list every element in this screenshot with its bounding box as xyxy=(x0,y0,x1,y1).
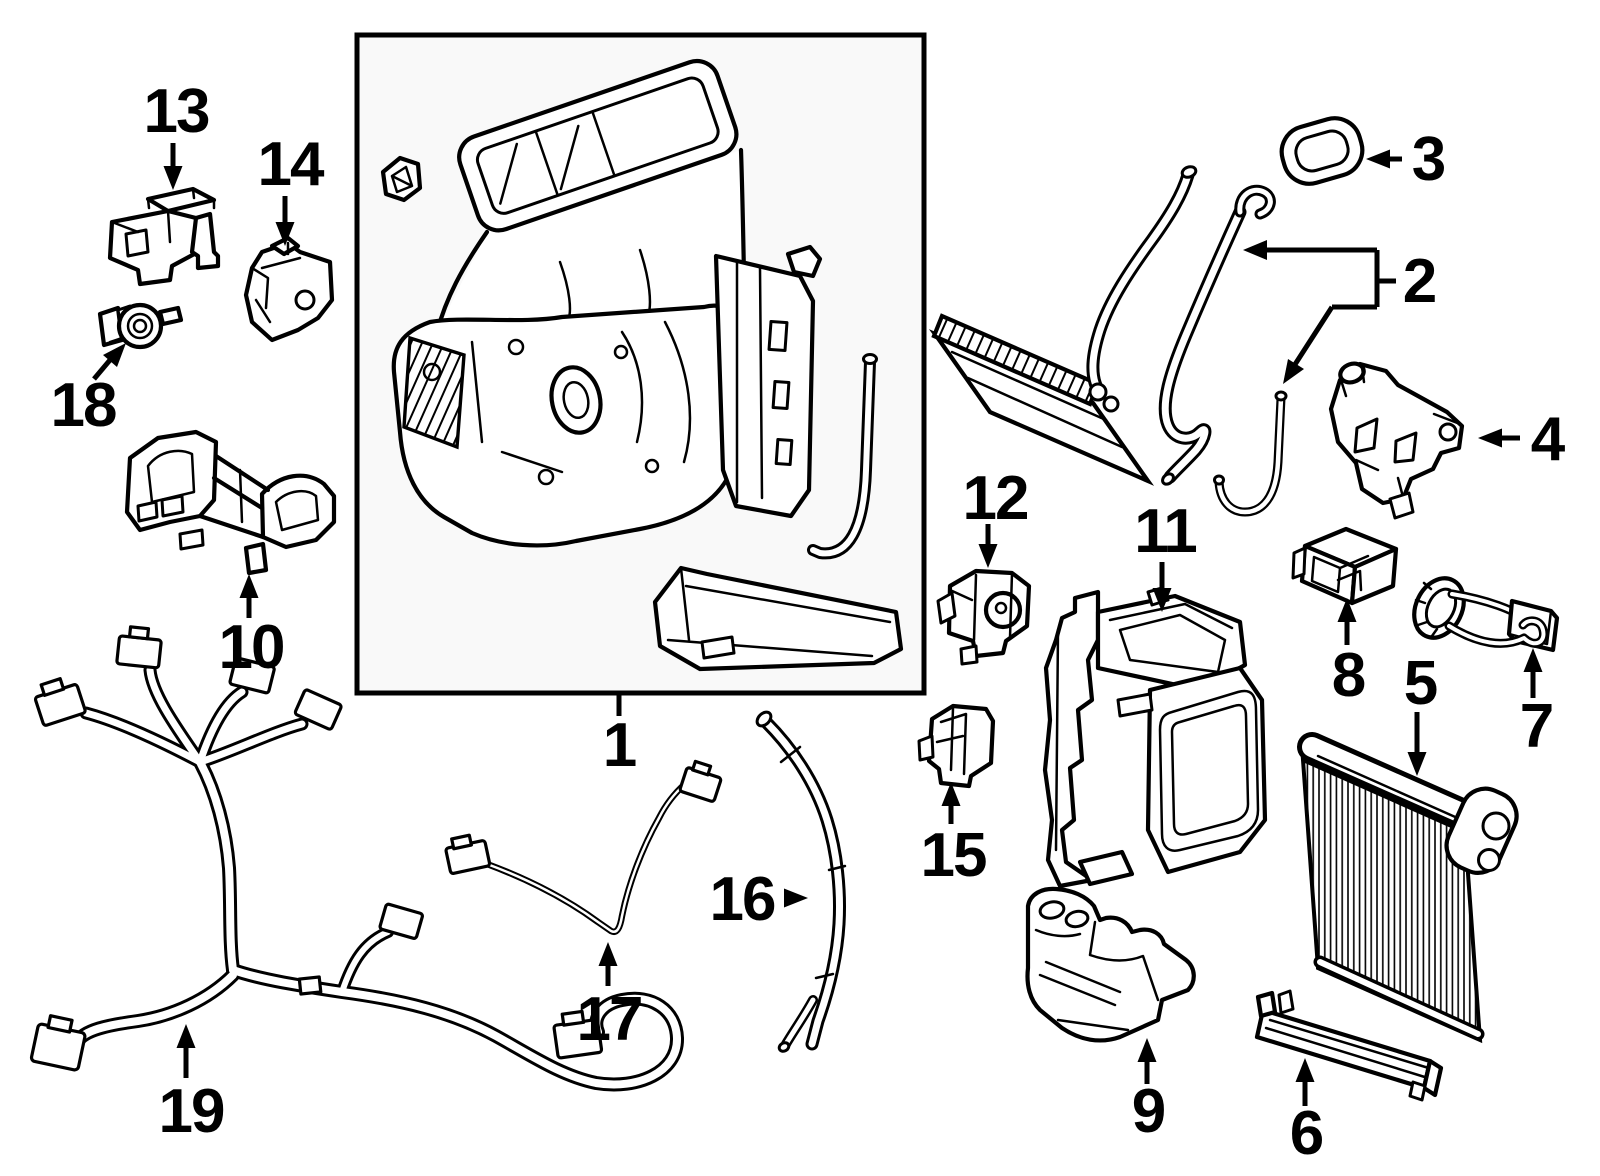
heater-core xyxy=(928,313,1155,486)
callout-19-arrow xyxy=(176,1024,196,1078)
callout-6-label: 6 xyxy=(1289,1099,1325,1168)
callout-19-label: 19 xyxy=(158,1077,226,1146)
part-13-actuator xyxy=(107,186,221,287)
part-16-pipe xyxy=(755,710,847,1053)
callout-5-label: 5 xyxy=(1403,649,1439,718)
part-15-module xyxy=(917,703,996,789)
callout-7-arrow xyxy=(1523,648,1543,698)
callout-15-arrow xyxy=(941,782,961,824)
part-5-evaporator-core xyxy=(1297,732,1519,1044)
callout-4-arrow xyxy=(1478,428,1520,448)
part-17-wire xyxy=(444,759,723,935)
part-14-actuator xyxy=(243,235,335,343)
part-9-cover xyxy=(1025,886,1196,1043)
part-12-motor xyxy=(936,568,1032,666)
callout-9-arrow xyxy=(1137,1038,1157,1084)
callout-13-label: 13 xyxy=(143,77,211,146)
part-4-bracket xyxy=(1328,361,1465,520)
callout-16-label: 16 xyxy=(709,865,777,934)
callout-4-label: 4 xyxy=(1530,405,1566,474)
callout-2-label: 2 xyxy=(1402,247,1438,316)
callout-7-label: 7 xyxy=(1519,692,1555,761)
callout-8-arrow xyxy=(1337,598,1357,645)
callout-16-arrow xyxy=(784,888,808,908)
callout-18-arrow xyxy=(92,343,126,381)
part-11-case xyxy=(1042,586,1268,889)
callout-9-label: 9 xyxy=(1131,1077,1167,1146)
part-3-grommet xyxy=(1279,116,1365,186)
part-1-heater-unit xyxy=(380,58,904,672)
callout-14-arrow xyxy=(275,196,295,246)
callout-18-label: 18 xyxy=(50,371,118,440)
callout-5-arrow xyxy=(1407,712,1427,776)
callout-8-label: 8 xyxy=(1331,641,1367,710)
callout-11-arrow xyxy=(1152,562,1172,612)
part-6-seal-channel xyxy=(1254,989,1444,1102)
callout-17-label: 17 xyxy=(576,985,644,1054)
callout-6-arrow xyxy=(1295,1058,1315,1106)
callout-11-label: 11 xyxy=(1134,497,1198,566)
callout-12-arrow xyxy=(978,524,998,568)
callout-13-arrow xyxy=(163,143,183,190)
part-19-wire-harness xyxy=(29,625,685,1092)
callout-15-label: 15 xyxy=(920,821,988,890)
callout-12-label: 12 xyxy=(962,464,1030,533)
part-10-duct xyxy=(124,429,337,576)
part-2-heater-pipes xyxy=(1086,165,1288,517)
callout-1-label: 1 xyxy=(602,711,638,780)
callout-3-label: 3 xyxy=(1411,125,1447,194)
callout-3-arrow xyxy=(1366,149,1402,169)
callout-10-arrow xyxy=(239,574,259,618)
callout-10-label: 10 xyxy=(218,613,286,682)
callout-17-arrow xyxy=(598,942,618,986)
part-18-sensor xyxy=(97,302,184,350)
part-8-connector xyxy=(1291,526,1399,606)
callout-2-bracket xyxy=(1243,240,1396,384)
part-7-pipe xyxy=(1412,576,1560,653)
callout-14-label: 14 xyxy=(257,130,325,199)
